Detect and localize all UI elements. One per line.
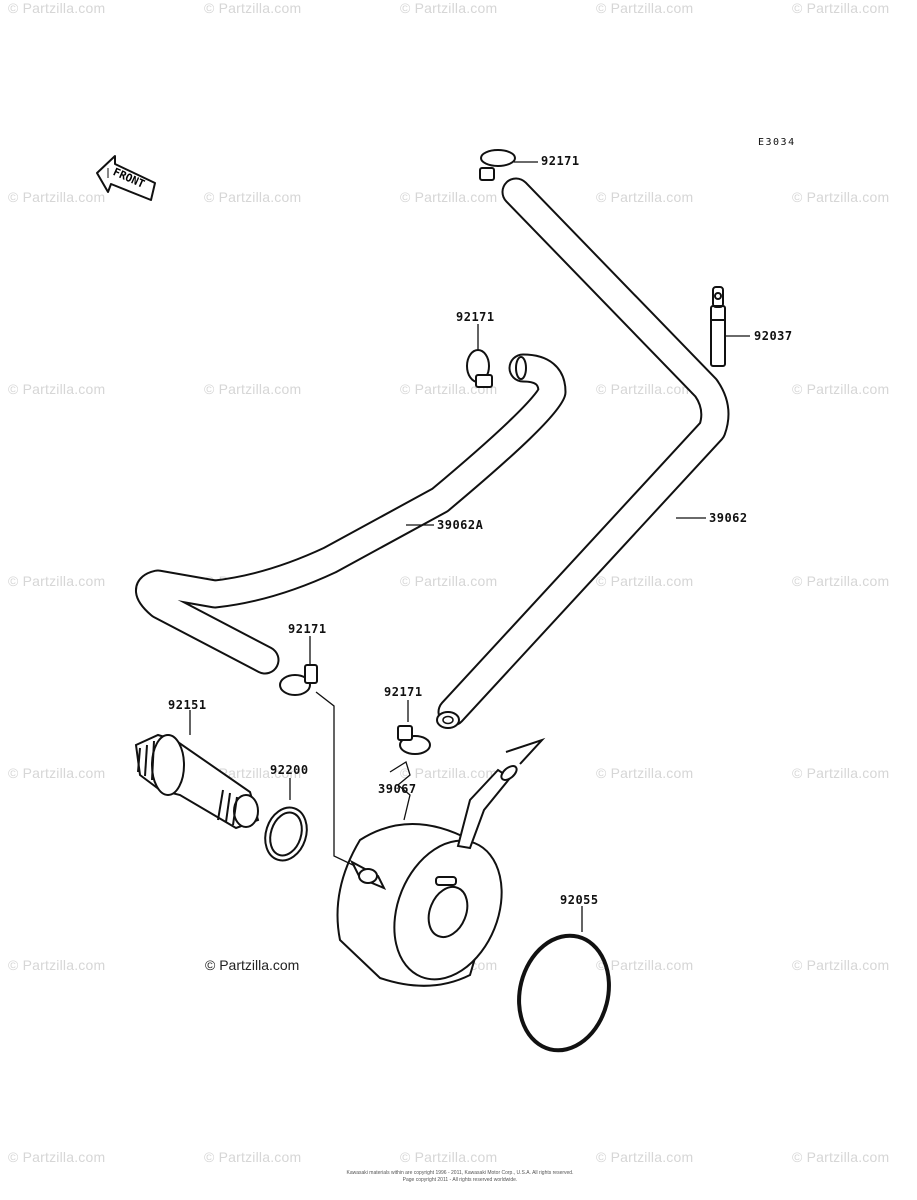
clamp-mid-icon	[466, 349, 493, 388]
hose-39062a	[135, 353, 567, 675]
clamp-left-icon	[279, 664, 318, 696]
band-icon	[710, 286, 726, 367]
watermark: © Partzilla.com	[204, 1149, 302, 1165]
leader-lines	[189, 161, 750, 932]
watermark: © Partzilla.com	[204, 189, 302, 205]
watermark: © Partzilla.com	[792, 765, 890, 781]
watermark: © Partzilla.com	[596, 1149, 694, 1165]
watermark: © Partzilla.com	[204, 0, 302, 16]
watermark: © Partzilla.com	[400, 1149, 498, 1165]
copyright-line-1: Kawasaki materials within are copyright …	[346, 1170, 574, 1176]
watermark: © Partzilla.com	[204, 381, 302, 397]
o-ring-icon	[517, 933, 611, 1053]
front-arrow-icon: FRONT	[96, 155, 156, 201]
part-label-92171-top[interactable]: 92171	[541, 154, 580, 168]
watermark: © Partzilla.com	[400, 573, 498, 589]
oil-cooler-icon	[336, 737, 546, 987]
watermark: © Partzilla.com	[400, 0, 498, 16]
washer-icon	[264, 806, 308, 862]
copyright-line-2: Page copyright 2011 - All rights reserve…	[402, 1177, 518, 1183]
part-label-39062[interactable]: 39062	[709, 511, 748, 525]
watermark: © Partzilla.com	[8, 957, 106, 973]
watermark: © Partzilla.com	[792, 189, 890, 205]
partzilla-credit: © Partzilla.com	[205, 957, 300, 973]
watermark: © Partzilla.com	[792, 381, 890, 397]
watermark: © Partzilla.com	[8, 381, 106, 397]
watermark: © Partzilla.com	[8, 189, 106, 205]
part-label-92171-left[interactable]: 92171	[288, 622, 327, 636]
part-label-92037[interactable]: 92037	[754, 329, 793, 343]
hose-39062	[436, 177, 730, 729]
part-label-39067[interactable]: 39067	[378, 782, 417, 796]
diagram-code: E3034	[758, 137, 796, 148]
watermark: © Partzilla.com	[792, 573, 890, 589]
watermark: © Partzilla.com	[596, 957, 694, 973]
watermark: © Partzilla.com	[596, 573, 694, 589]
watermark: © Partzilla.com	[400, 189, 498, 205]
watermark: © Partzilla.com	[596, 0, 694, 16]
clamp-right-icon	[397, 725, 431, 755]
part-label-92151[interactable]: 92151	[168, 698, 207, 712]
bolt-icon	[134, 733, 260, 830]
watermark: © Partzilla.com	[8, 0, 106, 16]
watermark: © Partzilla.com	[792, 0, 890, 16]
watermark: © Partzilla.com	[400, 765, 498, 781]
watermark: © Partzilla.com	[8, 765, 106, 781]
watermark: © Partzilla.com	[596, 381, 694, 397]
watermark: © Partzilla.com	[792, 957, 890, 973]
watermark: © Partzilla.com	[400, 381, 498, 397]
part-label-92200[interactable]: 92200	[270, 763, 309, 777]
watermark: © Partzilla.com	[792, 1149, 890, 1165]
watermark: © Partzilla.com	[596, 765, 694, 781]
watermark: © Partzilla.com	[8, 573, 106, 589]
watermark: © Partzilla.com	[596, 189, 694, 205]
part-label-92171-mid[interactable]: 92171	[456, 310, 495, 324]
watermark: © Partzilla.com	[8, 1149, 106, 1165]
part-label-39062a[interactable]: 39062A	[437, 518, 484, 532]
part-label-92171-right[interactable]: 92171	[384, 685, 423, 699]
part-label-92055[interactable]: 92055	[560, 893, 599, 907]
clamp-top-icon	[479, 149, 516, 181]
